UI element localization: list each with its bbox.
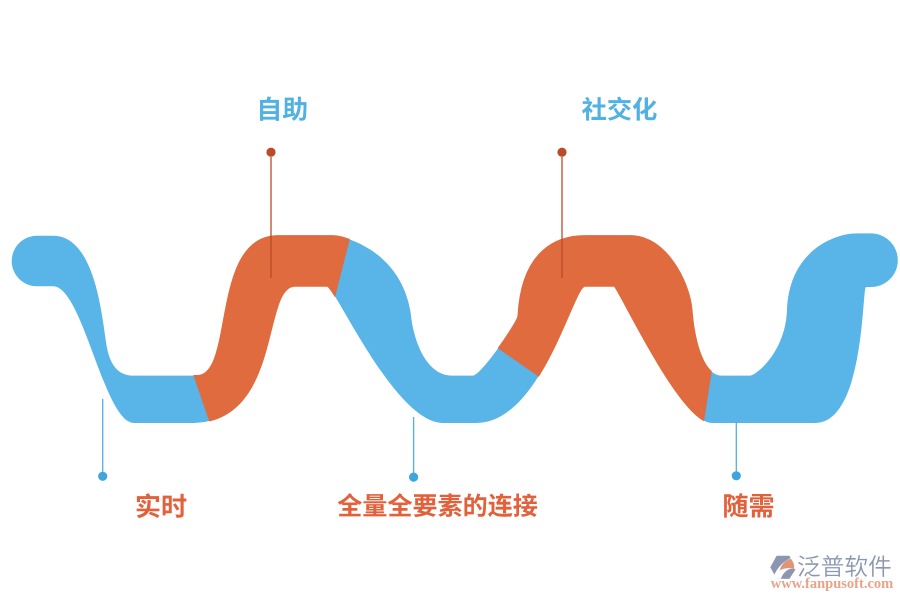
svg-text:www.fanpusoft.com: www.fanpusoft.com [771, 576, 893, 592]
